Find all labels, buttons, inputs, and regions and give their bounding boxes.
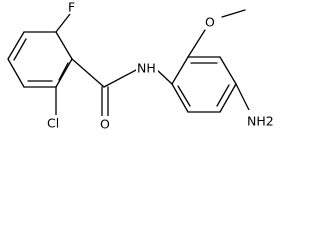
amide-nitrogen-label: NH [137,61,156,76]
bond-ring2-c [219,56,237,85]
bond-ring2-a [171,56,189,85]
bond-ring1-e [7,31,25,60]
bond-ring1-a [55,31,73,60]
bond-c-n [103,68,139,88]
bond-n-ring2 [155,68,173,85]
fluorine-label: F [68,0,75,15]
bond-c-f [55,13,71,33]
chemical-structure-diagram: F Cl O NH O NH2 [7,0,282,132]
bond-ring2-double-3 [177,85,191,107]
bond-ring2-double-2 [216,84,230,107]
bond-ring1-double-1 [58,62,69,81]
bond-o-ch3 [221,9,246,18]
bond-ring2-d [219,83,237,113]
bond-ring2-o [187,29,206,58]
carbonyl-oxygen-label: O [100,117,110,132]
bonds [7,9,251,117]
bond-ring2-nh2 [235,83,251,113]
bond-ring-carbonyl [71,58,105,88]
chlorine-label: Cl [47,116,59,131]
amine-label: NH2 [247,114,274,129]
bond-ring1-d [7,58,25,88]
bond-ring2-f [171,83,189,113]
bond-ring1-b [55,58,73,88]
methoxy-oxygen-label: O [205,15,215,30]
atom-labels: F Cl O NH O NH2 [46,0,282,132]
bond-ring1-double-2 [13,38,27,61]
